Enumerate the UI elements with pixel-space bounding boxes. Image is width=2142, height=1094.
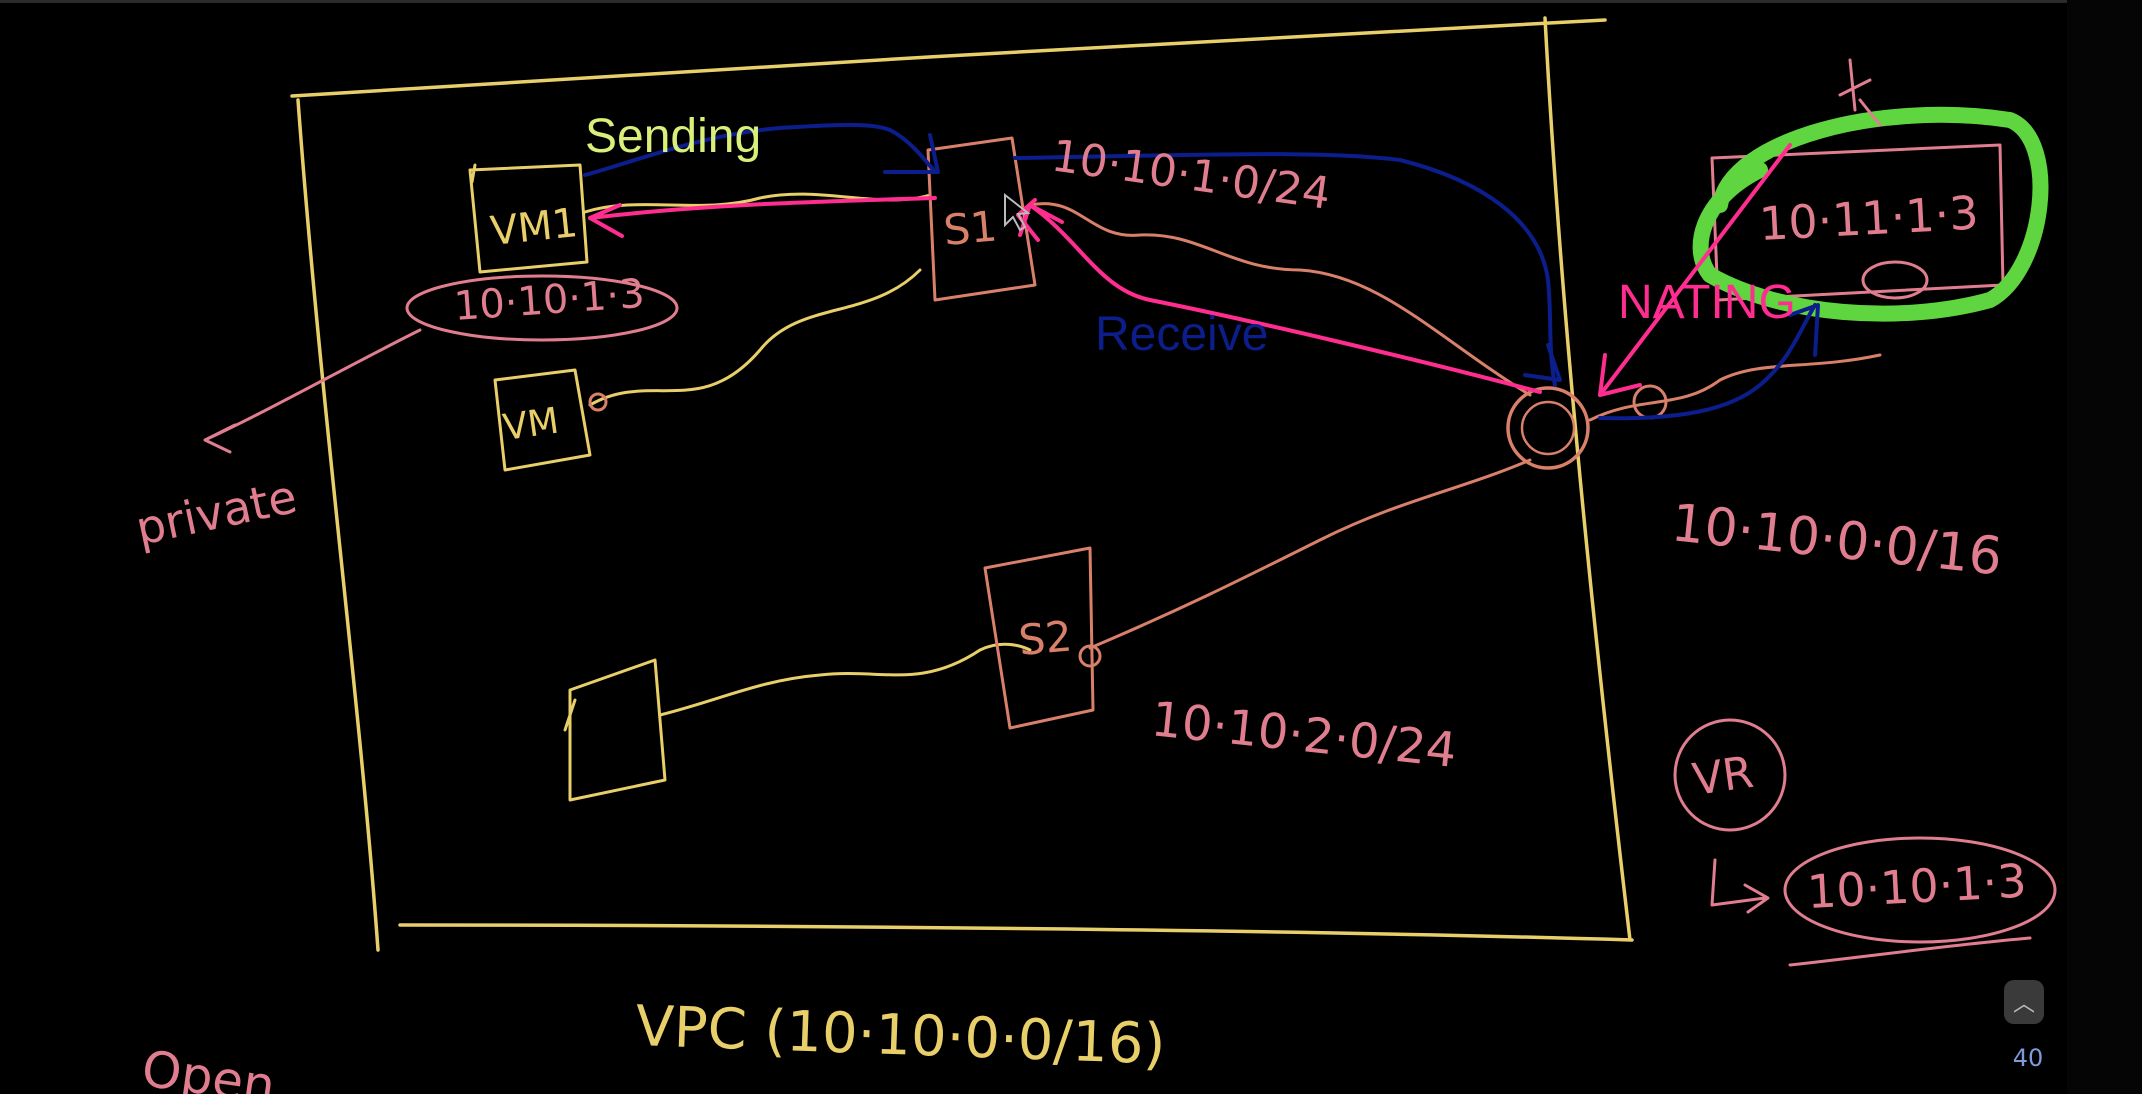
chevron-up-icon: ︿ [2012,992,2035,1017]
vpc-cidr-text: 10·10·0·0/16 [1669,493,2005,587]
vr-target-arrow [1710,858,1770,914]
vr-target-text: 10·10·1·3 [1806,854,2028,919]
s2-router-wire [1088,458,1532,650]
vr-target-underline [1788,936,2032,967]
router-circle [1506,386,1590,470]
vm1-label: VM1 [488,200,580,255]
s1-label: S1 [942,201,999,254]
s2-port [1078,644,1102,668]
receive-arrow-to-vm1 [588,196,937,238]
viewer-edge [2067,0,2142,1094]
nating-arrow [1598,143,1792,397]
public-ip-mark [1861,260,1929,300]
vm2-box [493,368,592,472]
sending-arrow [583,122,940,177]
router-circle-inner [1520,400,1576,456]
receive-label: Receive [1095,308,1268,361]
vr-text: VR [1689,747,1756,806]
vm1-box [468,163,589,274]
s2-label: S2 [1017,611,1074,664]
public-ip-text: 10·11·1·3 [1758,186,1980,251]
vpc-caption: VPC (10·10·0·0/16) [635,994,1167,1077]
nating-label: NATING [1618,276,1796,329]
vm1-ip-ellipse [405,274,679,342]
vpc-boundary [290,16,1634,952]
instance-box [563,658,667,802]
s1-cidr-text: 10·10·1·0/24 [1048,130,1333,220]
open-text: Open [138,1039,278,1094]
page-number: 40 [2012,1044,2044,1072]
public-ip-highlight [1692,106,2049,322]
vm2-s1-wire [588,268,922,407]
vm2-label: VM [501,401,562,449]
pointer-scribble [1838,58,1882,127]
instance-s2-wire [658,642,1032,717]
s1-subnet-box [926,136,1037,302]
s2-subnet-box [983,546,1095,730]
router-to-igw-navy [1598,303,1820,421]
receive-arrow-to-s1 [1018,203,1542,394]
sending-label: Sending [585,110,761,163]
s1-router-wire [1028,202,1532,397]
window-top-edge [0,0,2142,3]
vr-circle [1673,718,1787,832]
scroll-up-button[interactable]: ︿ [2004,980,2044,1024]
private-text: private [131,469,301,556]
vr-target-ellipse [1783,836,2057,944]
private-arrow [203,328,422,454]
s1-to-router-navy [1013,152,1562,387]
s2-cidr-text: 10·10·2·0/24 [1149,691,1459,779]
vm2-port [588,392,608,412]
mouse-pointer-icon [1004,192,1031,232]
